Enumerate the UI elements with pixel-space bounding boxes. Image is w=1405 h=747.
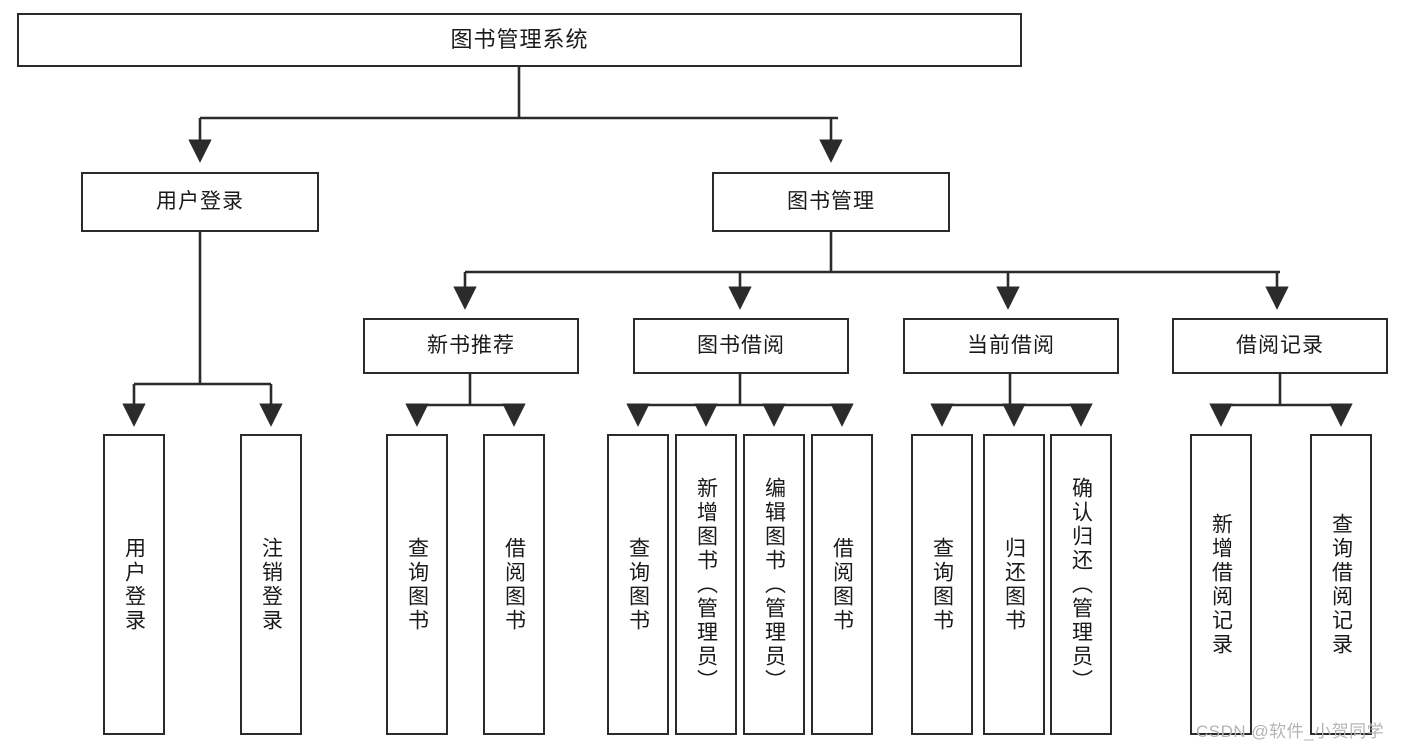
node-label: 借阅图书 (502, 536, 526, 633)
node-current-borrow[interactable]: 当前借阅 (903, 318, 1119, 374)
node-label: 新增图书（管理员） (694, 476, 718, 693)
edges-newbook-to-leaves (405, 374, 526, 427)
node-leaf-confirm-return[interactable]: 确认归还（管理员） (1050, 434, 1112, 735)
node-leaf-borrow-book-2[interactable]: 借阅图书 (811, 434, 873, 735)
node-book-manage[interactable]: 图书管理 (712, 172, 950, 232)
node-label: 编辑图书（管理员） (762, 476, 786, 693)
node-leaf-query-book-1[interactable]: 查询图书 (386, 434, 448, 735)
node-label: 当前借阅 (967, 333, 1055, 357)
node-label: 新增借阅记录 (1209, 512, 1233, 657)
node-label: 图书管理 (787, 189, 875, 213)
node-label: 归还图书 (1002, 536, 1026, 633)
edges-bookmanage-to-level3 (453, 232, 1289, 310)
node-label: 借阅记录 (1236, 333, 1324, 357)
node-label: 图书借阅 (697, 333, 785, 357)
node-leaf-query-book-3[interactable]: 查询图书 (911, 434, 973, 735)
node-root-system[interactable]: 图书管理系统 (17, 13, 1022, 67)
node-borrow-record[interactable]: 借阅记录 (1172, 318, 1388, 374)
node-leaf-query-book-2[interactable]: 查询图书 (607, 434, 669, 735)
node-label: 借阅图书 (830, 536, 854, 633)
node-book-borrow[interactable]: 图书借阅 (633, 318, 849, 374)
node-user-login[interactable]: 用户登录 (81, 172, 319, 232)
node-label: 注销登录 (259, 536, 283, 633)
node-label: 查询图书 (626, 536, 650, 633)
node-label: 查询图书 (405, 536, 429, 633)
node-leaf-query-record[interactable]: 查询借阅记录 (1310, 434, 1372, 735)
node-label: 用户登录 (122, 536, 146, 633)
node-leaf-return-book[interactable]: 归还图书 (983, 434, 1045, 735)
node-leaf-add-record[interactable]: 新增借阅记录 (1190, 434, 1252, 735)
csdn-watermark: CSDN @软件_小贺同学 (1196, 722, 1385, 741)
node-leaf-logout-login[interactable]: 注销登录 (240, 434, 302, 735)
edges-userlogin-to-leaves (122, 232, 283, 427)
node-leaf-borrow-book-1[interactable]: 借阅图书 (483, 434, 545, 735)
node-leaf-add-book[interactable]: 新增图书（管理员） (675, 434, 737, 735)
edges-root-to-level2 (188, 67, 843, 163)
node-label: 查询借阅记录 (1329, 512, 1353, 657)
node-leaf-edit-book[interactable]: 编辑图书（管理员） (743, 434, 805, 735)
node-label: 新书推荐 (427, 333, 515, 357)
node-leaf-user-login[interactable]: 用户登录 (103, 434, 165, 735)
edges-bookborrow-to-leaves (626, 374, 854, 427)
node-label: 查询图书 (930, 536, 954, 633)
node-new-book-recommend[interactable]: 新书推荐 (363, 318, 579, 374)
node-label: 确认归还（管理员） (1069, 476, 1093, 693)
edges-currentborrow-to-leaves (930, 374, 1093, 427)
node-label: 用户登录 (156, 189, 244, 213)
edges-borrowrecord-to-leaves (1209, 374, 1353, 427)
node-label: 图书管理系统 (450, 27, 589, 53)
